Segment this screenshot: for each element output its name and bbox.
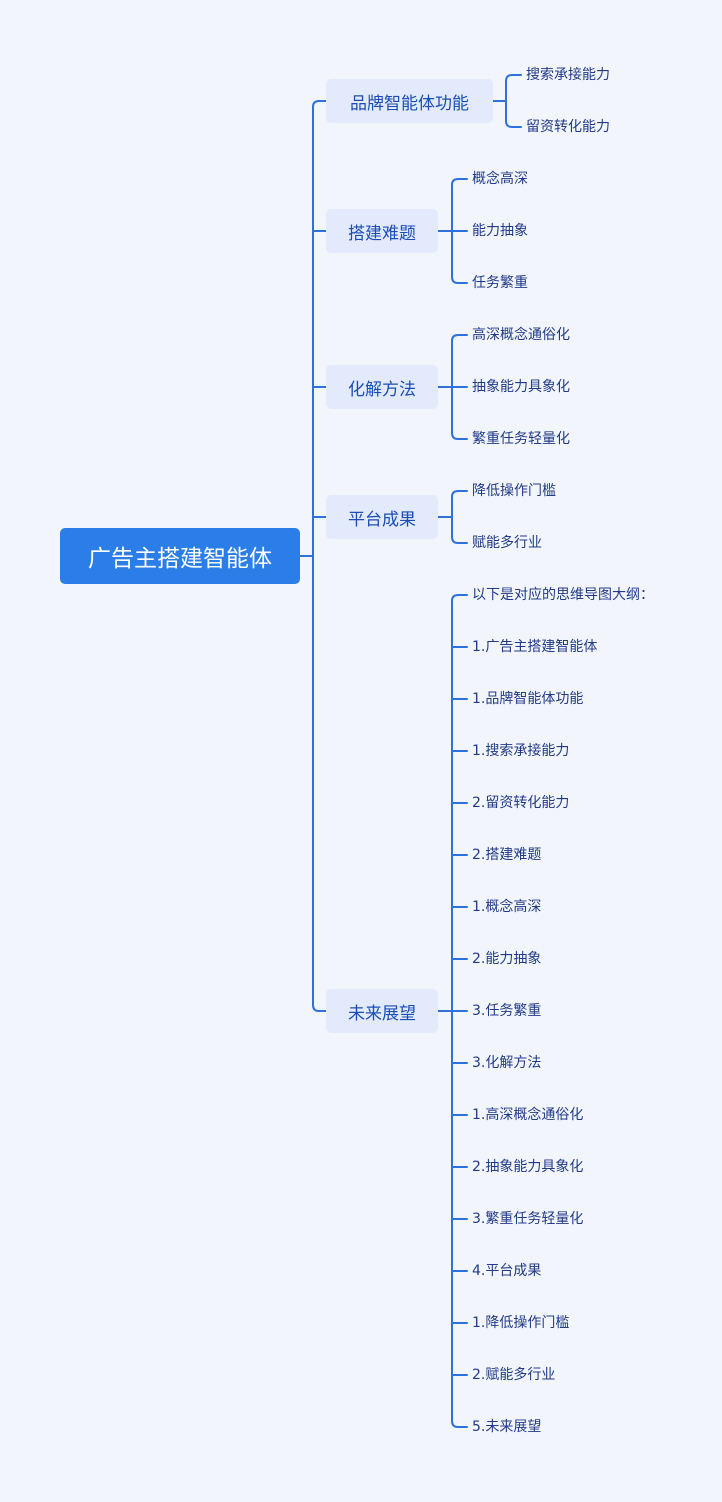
leaf-node[interactable]: 3.化解方法 — [472, 1055, 542, 1071]
leaf-node[interactable]: 能力抽象 — [472, 223, 528, 239]
branch-node[interactable]: 搭建难题 — [326, 209, 438, 253]
leaf-node[interactable]: 1.概念高深 — [472, 899, 542, 915]
branch-1-link-2 — [451, 276, 468, 284]
branch-2-link-2 — [451, 432, 468, 440]
leaf-node[interactable]: 降低操作门槛 — [472, 483, 556, 499]
branch-node[interactable]: 未来展望 — [326, 989, 438, 1033]
leaf-node[interactable]: 任务繁重 — [472, 275, 528, 291]
branch-4-link-16 — [451, 1420, 468, 1428]
branch-4-link-0 — [451, 594, 468, 602]
leaf-node[interactable]: 高深概念通俗化 — [472, 327, 570, 343]
branch-2-link-0 — [451, 334, 468, 342]
branch-0-link-1 — [505, 120, 522, 128]
main-link-0 — [312, 100, 327, 108]
leaf-node[interactable]: 留资转化能力 — [526, 119, 610, 135]
leaf-node[interactable]: 3.繁重任务轻量化 — [472, 1211, 584, 1227]
leaf-node[interactable]: 1.广告主搭建智能体 — [472, 639, 598, 655]
branch-node[interactable]: 平台成果 — [326, 495, 438, 539]
leaf-node[interactable]: 2.搭建难题 — [472, 847, 542, 863]
leaf-node[interactable]: 以下是对应的思维导图大纲： — [472, 587, 654, 603]
branch-0-link-0 — [505, 74, 522, 82]
leaf-node[interactable]: 4.平台成果 — [472, 1263, 542, 1279]
leaf-node[interactable]: 2.抽象能力具象化 — [472, 1159, 584, 1175]
leaf-node[interactable]: 搜索承接能力 — [526, 67, 610, 83]
main-link-4 — [312, 1004, 327, 1012]
branch-3-link-1 — [451, 536, 468, 544]
branch-node[interactable]: 化解方法 — [326, 365, 438, 409]
branch-1-link-0 — [451, 178, 468, 186]
leaf-node[interactable]: 2.能力抽象 — [472, 951, 542, 967]
leaf-node[interactable]: 2.赋能多行业 — [472, 1367, 556, 1383]
branch-node[interactable]: 品牌智能体功能 — [326, 79, 493, 123]
leaf-node[interactable]: 2.留资转化能力 — [472, 795, 570, 811]
branch-3-link-0 — [451, 490, 468, 498]
leaf-node[interactable]: 赋能多行业 — [472, 535, 542, 551]
leaf-node[interactable]: 繁重任务轻量化 — [472, 431, 570, 447]
leaf-node[interactable]: 1.高深概念通俗化 — [472, 1107, 584, 1123]
root-node[interactable]: 广告主搭建智能体 — [60, 528, 300, 584]
leaf-node[interactable]: 1.搜索承接能力 — [472, 743, 570, 759]
leaf-node[interactable]: 1.降低操作门槛 — [472, 1315, 570, 1331]
leaf-node[interactable]: 1.品牌智能体功能 — [472, 691, 584, 707]
leaf-node[interactable]: 抽象能力具象化 — [472, 379, 570, 395]
leaf-node[interactable]: 3.任务繁重 — [472, 1003, 542, 1019]
leaf-node[interactable]: 概念高深 — [472, 171, 528, 187]
leaf-node[interactable]: 5.未来展望 — [472, 1419, 542, 1435]
